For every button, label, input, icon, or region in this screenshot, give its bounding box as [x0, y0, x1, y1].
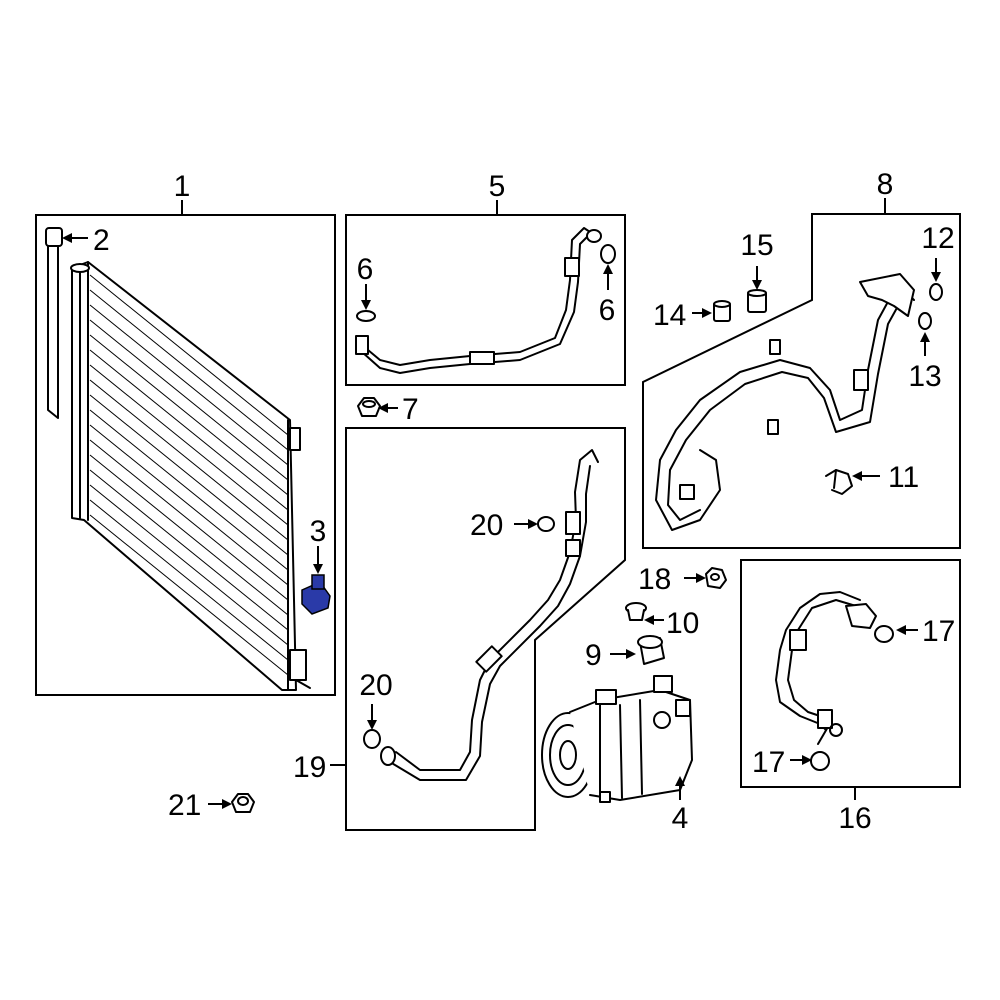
pressure-sensor-highlighted[interactable]: [301, 574, 331, 615]
o-ring-17-lower[interactable]: [810, 751, 830, 771]
o-ring-6-left[interactable]: [356, 310, 376, 322]
group-box-discharge-hose: [345, 427, 626, 831]
callout-2: 2: [93, 224, 110, 257]
callout-11: 11: [888, 461, 919, 494]
callout-4: 4: [672, 802, 689, 835]
suction-hose[interactable]: [655, 273, 915, 531]
callout-20-lower: 20: [359, 669, 392, 702]
nut-18[interactable]: [705, 567, 727, 589]
o-ring-17-upper[interactable]: [874, 625, 894, 643]
o-ring-13[interactable]: [918, 312, 932, 330]
group-box-condenser: [35, 214, 336, 696]
o-ring-20-upper[interactable]: [537, 516, 555, 532]
hose-assembly[interactable]: [775, 591, 877, 745]
cap-9[interactable]: [637, 635, 665, 665]
callout-3: 3: [310, 515, 327, 548]
callout-21: 21: [168, 789, 201, 822]
ac-compressor[interactable]: [541, 675, 693, 803]
callout-15: 15: [740, 229, 773, 262]
group-box-liquid-line: [345, 214, 626, 386]
callout-17-lower: 17: [752, 746, 785, 779]
callout-13: 13: [908, 360, 941, 393]
drier-rod[interactable]: [45, 227, 63, 419]
nut-21[interactable]: [231, 793, 255, 813]
valve-10[interactable]: [625, 602, 647, 621]
callout-8: 8: [877, 168, 894, 201]
callout-6-right: 6: [599, 294, 616, 327]
bushing-14[interactable]: [713, 300, 731, 322]
callout-14: 14: [653, 299, 686, 332]
callout-12: 12: [921, 222, 954, 255]
o-ring-12[interactable]: [929, 283, 943, 301]
clip-11[interactable]: [825, 469, 853, 495]
o-ring-6-right[interactable]: [600, 244, 616, 264]
callout-5: 5: [489, 170, 506, 203]
callout-9: 9: [585, 639, 602, 672]
callout-7: 7: [402, 393, 419, 426]
callout-10: 10: [666, 607, 699, 640]
callout-19: 19: [293, 751, 326, 784]
o-ring-20-lower[interactable]: [363, 729, 381, 749]
callout-16: 16: [838, 802, 871, 835]
callout-1: 1: [174, 170, 191, 203]
group-box-suction-hose: [642, 213, 961, 549]
callout-6-left: 6: [357, 253, 374, 286]
group-box-hose-assembly: [740, 559, 961, 788]
callout-17-upper: 17: [922, 615, 955, 648]
callout-20-upper: 20: [470, 509, 503, 542]
bushing-15[interactable]: [747, 289, 767, 313]
nut-7[interactable]: [357, 397, 381, 417]
liquid-line[interactable]: [355, 227, 602, 374]
callout-18: 18: [638, 563, 671, 596]
discharge-hose[interactable]: [380, 449, 599, 781]
condenser[interactable]: [70, 261, 311, 691]
